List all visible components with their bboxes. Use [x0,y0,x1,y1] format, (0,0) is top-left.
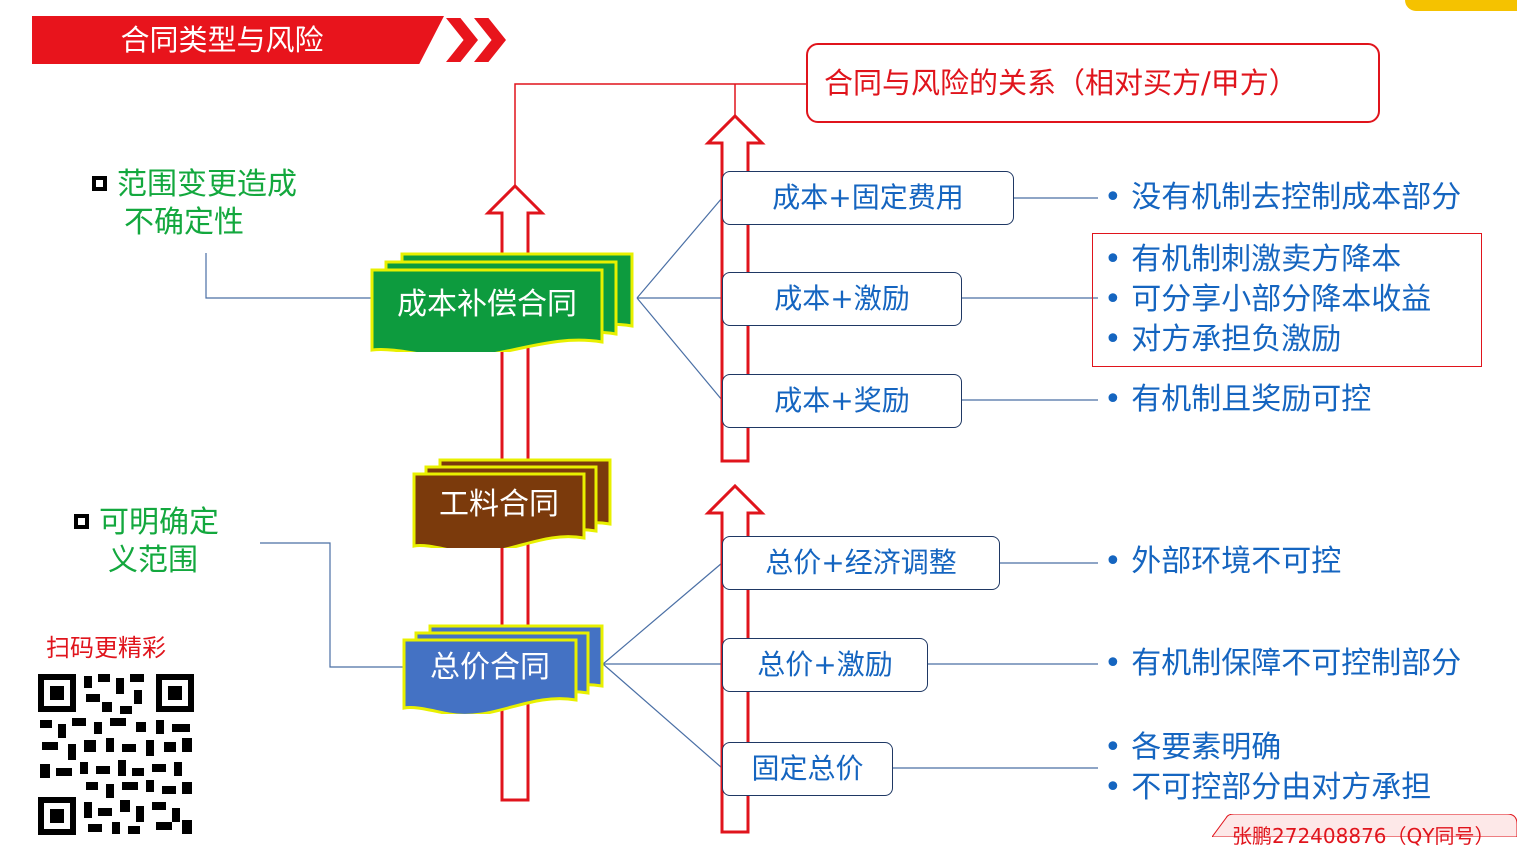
bullet-ffp-1: • 各要素明确 [1104,730,1282,765]
title-banner [32,16,444,64]
bullet-cpif-1: • 有机制刺激卖方降本 [1104,242,1402,277]
subtype-fpif: 总价+激励 [722,638,928,692]
fixed-price-label: 总价合同 [430,650,550,685]
bullet-cpif-3: • 对方承担负激励 [1104,322,1342,357]
bullet-fpif: • 有机制保障不可控制部分 [1104,646,1462,681]
bullet-fpepa: • 外部环境不可控 [1104,544,1342,579]
bullet-cpff: • 没有机制去控制成本部分 [1104,180,1462,215]
subtype-cpaf: 成本+奖励 [722,374,962,428]
subtype-fpepa: 总价+经济调整 [722,536,1000,590]
link-fpepa [602,562,723,665]
link-scope-change [205,253,372,299]
bullet-cpif-2: • 可分享小部分降本收益 [1104,282,1432,317]
relation-connector-left [514,83,806,187]
square-bullet-icon [74,514,89,529]
qr-code-icon [36,672,196,837]
link-cpff [636,197,723,299]
qr-label: 扫码更精彩 [46,634,166,662]
relation-box [806,43,1380,123]
relation-box-text: 合同与风险的关系（相对买方/甲方） [824,66,1298,100]
square-bullet-icon [92,176,107,191]
page-title: 合同类型与风险 [120,23,324,57]
link-ffp [602,663,723,769]
link-cpaf [636,297,723,401]
corner-accent [1405,0,1517,11]
bullet-ffp-2: • 不可控部分由对方承担 [1104,770,1432,805]
subtype-cpif: 成本+激励 [722,272,962,326]
note-defined-scope: 可明确定 义范围 [74,504,219,580]
subtype-cpff: 成本+固定费用 [722,171,1014,225]
note-scope-change: 范围变更造成 不确定性 [92,166,297,242]
cost-reimbursable-label: 成本补偿合同 [397,287,577,322]
bullet-box-cpif [1092,233,1482,367]
subtype-ffp: 固定总价 [722,742,893,796]
link-defined-scope [260,542,405,668]
footer-author: 张鹏272408876（QY同号） [1232,824,1495,848]
bullet-cpaf: • 有机制且奖励可控 [1104,382,1372,417]
time-material-label: 工料合同 [439,487,559,522]
